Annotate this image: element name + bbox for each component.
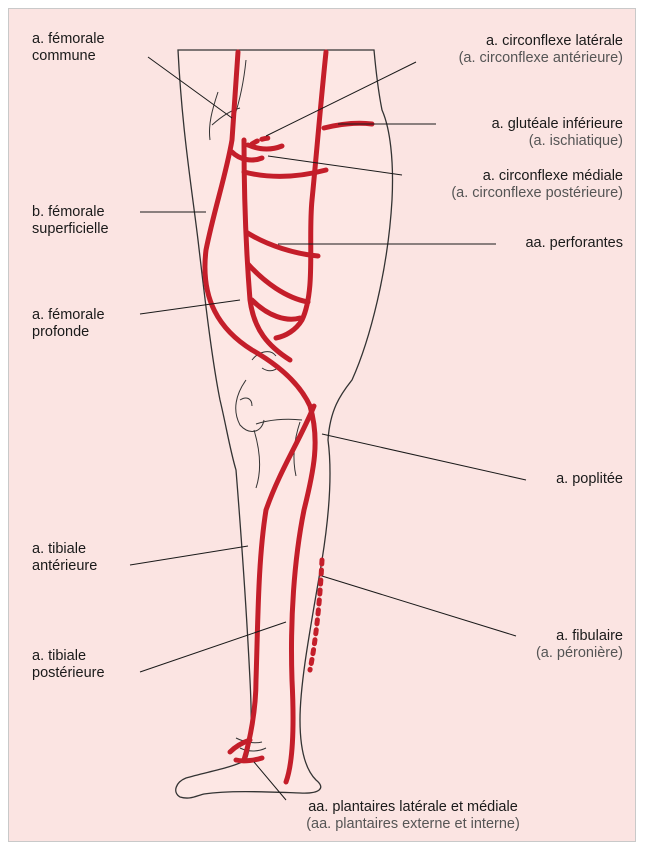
- label-perforantes: aa. perforantes: [525, 235, 623, 252]
- label-circonflexe-laterale: a. circonflexe latérale (a. circonflexe …: [459, 33, 623, 67]
- label-tibiale-posterieure: a. tibiale postérieure: [32, 648, 105, 682]
- label-circonflexe-mediale: a. circonflexe médiale (a. circonflexe p…: [451, 168, 623, 202]
- label-tibiale-anterieure: a. tibiale antérieure: [32, 541, 97, 575]
- label-fibulaire: a. fibulaire (a. péronière): [536, 628, 623, 662]
- label-gluteale-inferieure: a. glutéale inférieure (a. ischiatique): [492, 116, 623, 150]
- leg-outline: [176, 50, 393, 798]
- label-plantaires: aa. plantaires latérale et médiale (aa. …: [258, 799, 568, 833]
- label-femorale-profonde: a. fémorale profonde: [32, 307, 105, 341]
- label-femorale-superficielle: b. fémorale superficielle: [32, 204, 109, 238]
- label-femorale-commune: a. fémorale commune: [32, 31, 105, 65]
- label-poplitee: a. poplitée: [556, 471, 623, 488]
